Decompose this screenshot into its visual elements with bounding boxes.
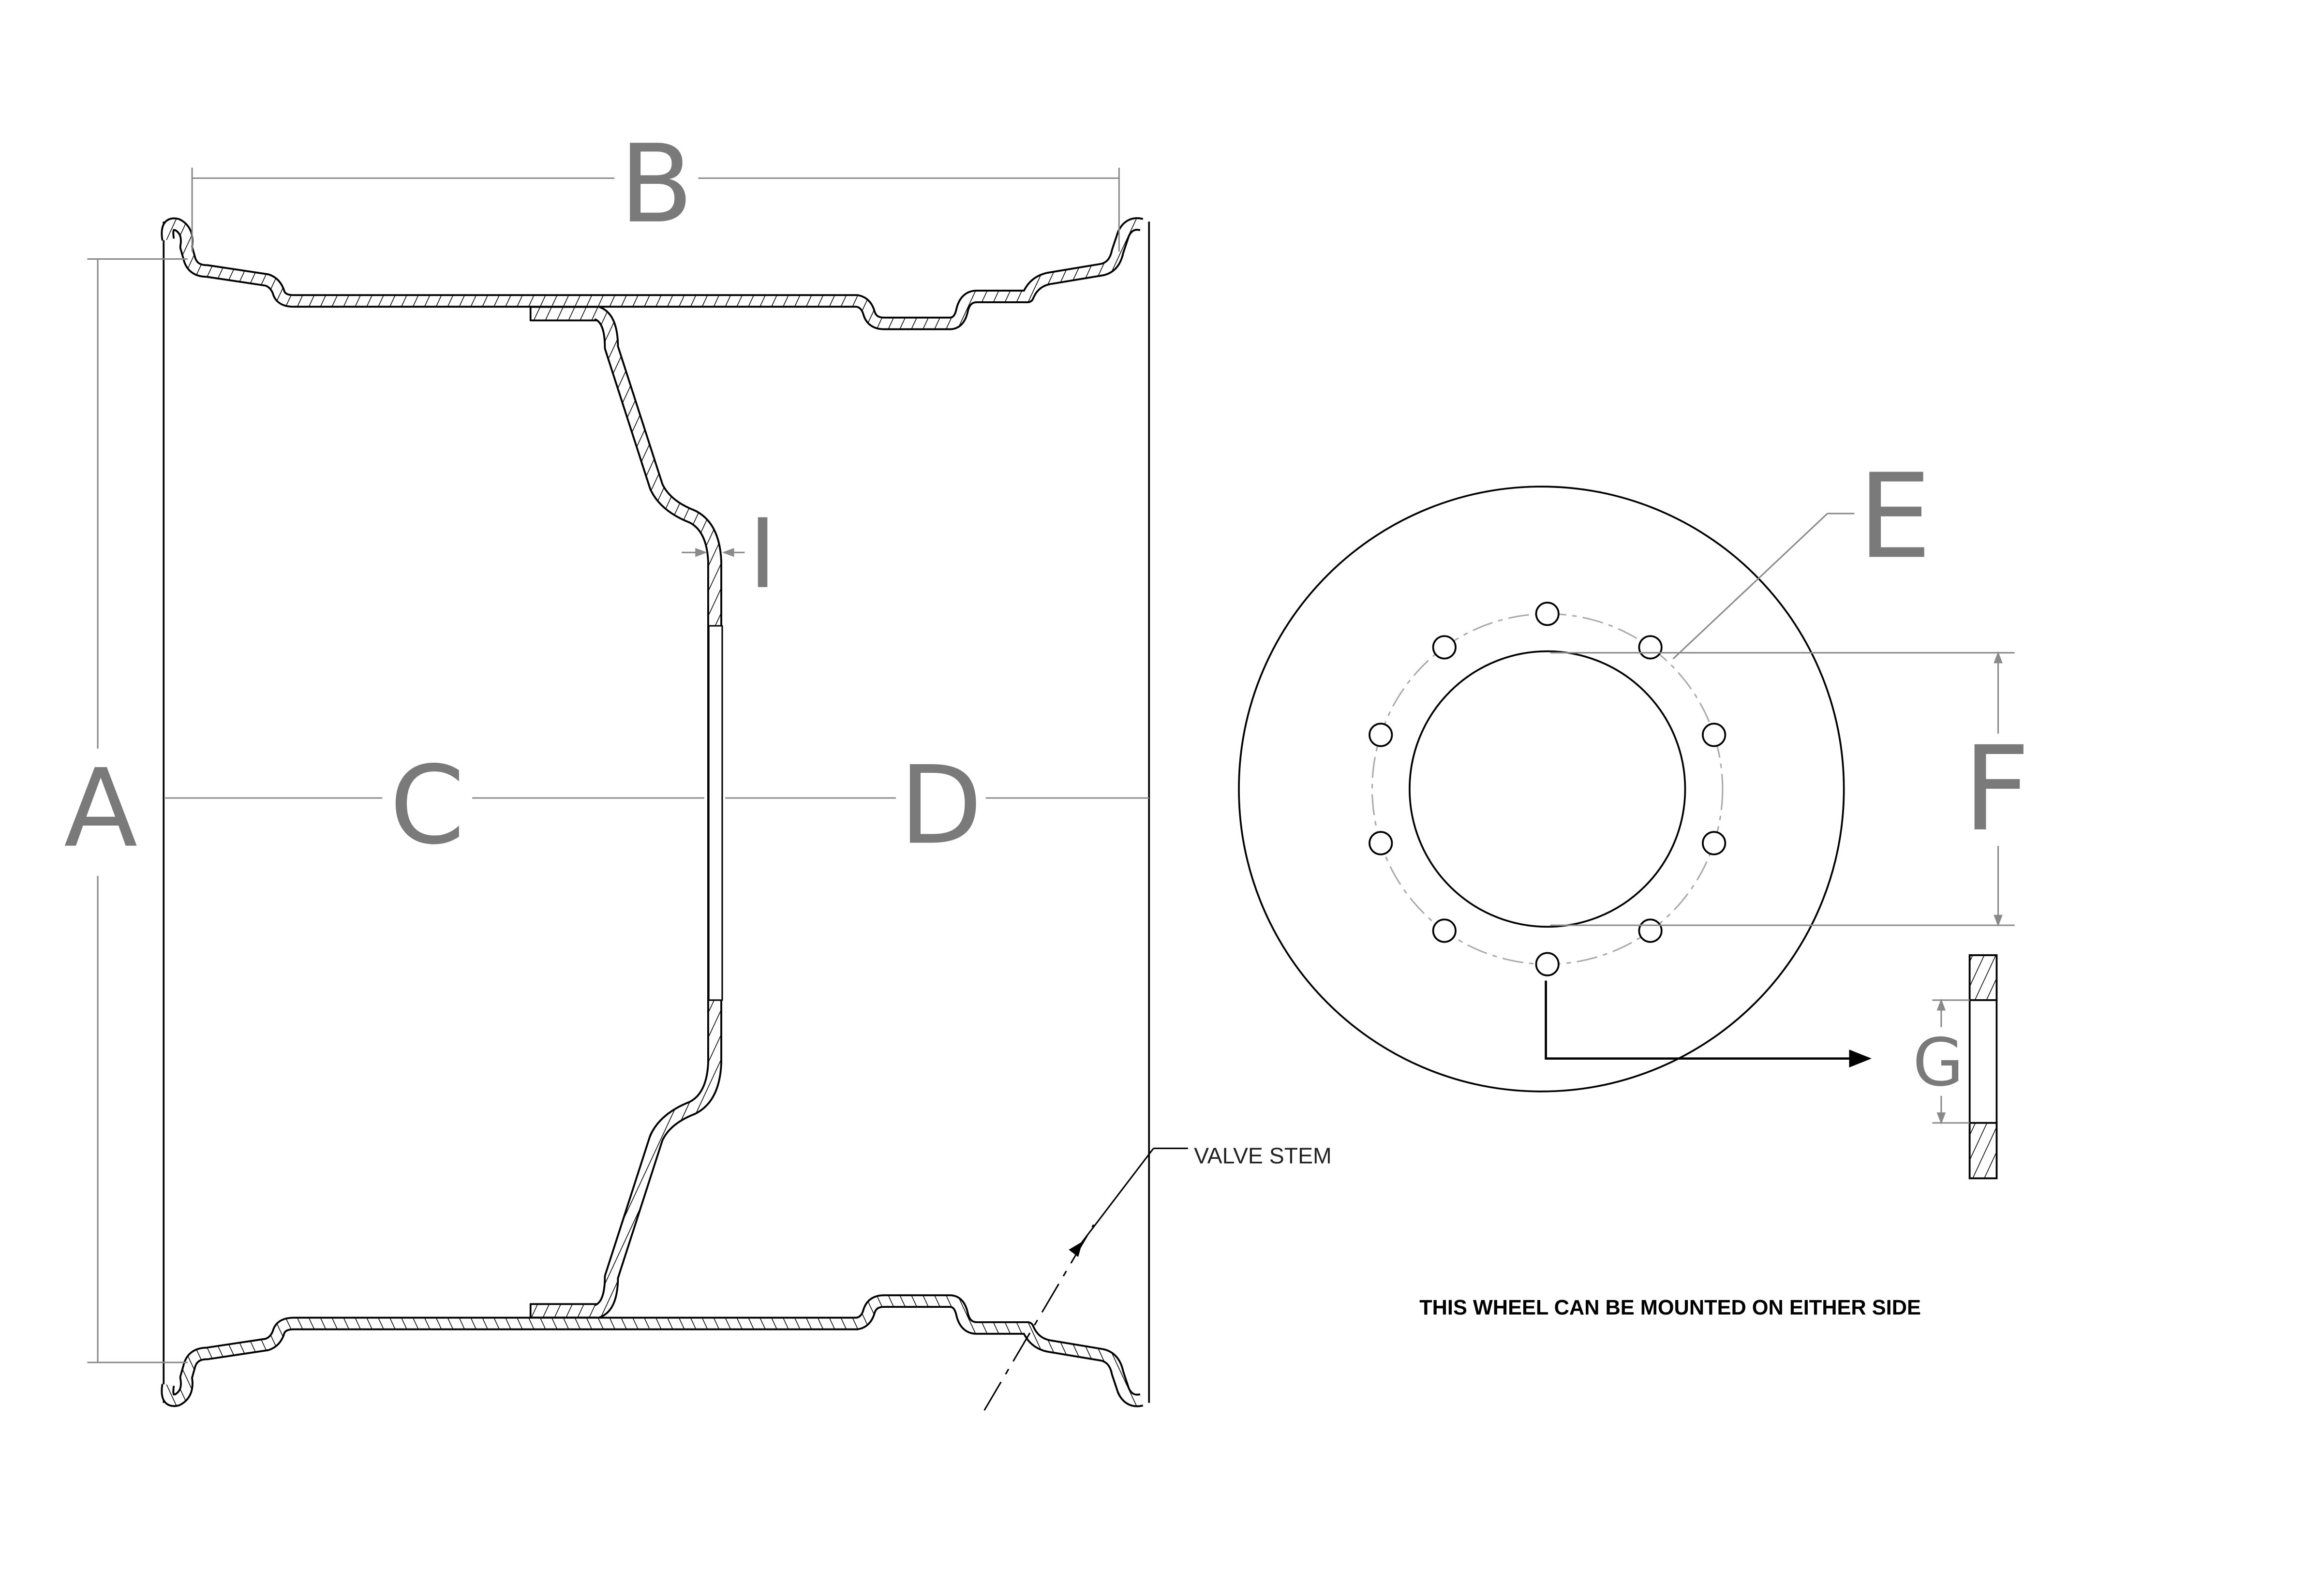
dimension-c: C [165,742,704,868]
bolt-hole [1432,635,1457,660]
dimension-b: B [191,121,1120,252]
bolt-circle [1371,613,1724,965]
wheel-front-view [1238,486,1845,1093]
mounting-note: THIS WHEEL CAN BE MOUNTED ON EITHER SIDE [1419,1296,1921,1319]
rim-section-top [161,217,1144,330]
bolt-hole [1535,602,1560,626]
wheel-outer-circle [1238,486,1845,1093]
bolt-hole [1369,723,1393,747]
dimension-d: D [725,742,1149,868]
dimension-label-e: E [1858,449,1932,585]
dimension-a: A [64,258,188,1363]
bolt-holes [1369,602,1727,976]
bolt-hole [1369,831,1393,856]
rim-section-bottom [161,1294,1144,1407]
valve-stem-label: VALVE STEM [1194,1143,1332,1168]
dimension-label-c: C [389,742,465,868]
bolt-hole [1638,635,1663,660]
dimension-label-g: G [1913,1025,1964,1101]
dimension-label-f: F [1963,721,2030,857]
dimension-label-b: B [619,121,693,247]
center-bore [1409,650,1686,928]
dimension-e: E [1672,449,1932,660]
dimension-label-d: D [899,742,982,868]
valve-stem-callout: VALVE STEM [983,1143,1332,1411]
hole-section-detail: G [1545,954,1998,1180]
disc-section [529,306,723,1319]
bolt-hole [1432,918,1457,943]
bolt-hole [1638,918,1663,943]
dimension-label-a: A [64,746,137,872]
bolt-hole [1702,723,1727,747]
dimension-f: F [1550,651,2030,927]
bolt-hole [1702,831,1727,856]
dimension-i: I [682,498,777,610]
dimension-label-i: I [748,498,776,610]
bolt-hole [1535,952,1560,976]
